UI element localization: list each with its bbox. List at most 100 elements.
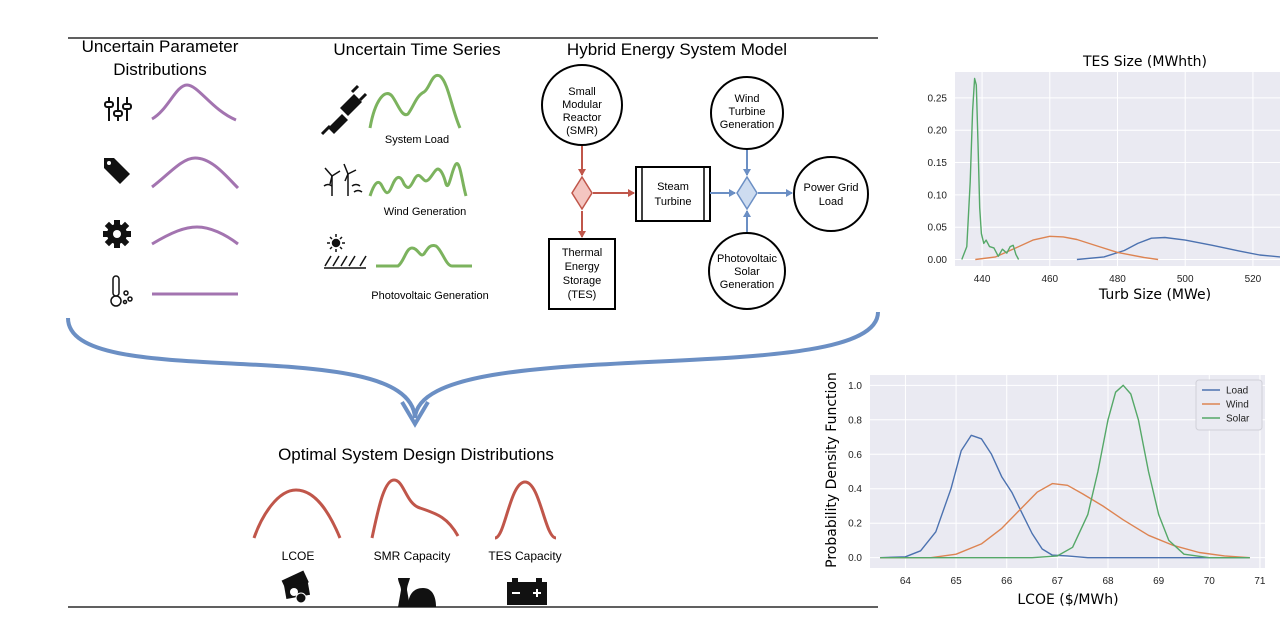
load-label: System Load xyxy=(385,134,449,146)
pv-node-line-3: Generation xyxy=(720,279,774,291)
chart1-ytick-label: 0.00 xyxy=(928,255,948,266)
chart2-xtick-label: 68 xyxy=(1102,576,1114,587)
smr-line-3: Reactor xyxy=(563,112,602,124)
param-dist-curve-2 xyxy=(151,156,240,190)
legend-label: Solar xyxy=(1226,414,1250,425)
chart2-ylabel: Probability Density Function xyxy=(824,372,840,568)
model-title: Hybrid Energy System Model xyxy=(567,40,787,59)
chart2-xlabel: LCOE ($/MWh) xyxy=(1017,592,1118,608)
wind-node-line-1: Wind xyxy=(734,93,759,105)
wind-label: Wind Generation xyxy=(384,206,467,218)
tes-line-2: Energy xyxy=(565,261,600,273)
outputs-title: Optimal System Design Distributions xyxy=(278,445,554,464)
params-title-line1: Uncertain Parameter xyxy=(82,37,239,56)
solar-panel-icon xyxy=(324,234,367,269)
tes-line-4: (TES) xyxy=(568,289,597,301)
load-timeseries-curve xyxy=(368,73,462,129)
legend-label: Load xyxy=(1226,386,1248,397)
param-dist-curve-3 xyxy=(151,225,239,246)
chart1-series-line-2 xyxy=(961,77,1020,260)
tes-output-label: TES Capacity xyxy=(488,549,561,563)
electric-junction xyxy=(736,175,758,211)
chart2-series-line-1 xyxy=(880,482,1250,559)
chart2-ytick-label: 0.2 xyxy=(848,519,862,530)
chart2-xtick-label: 67 xyxy=(1052,576,1064,587)
smr-line-4: (SMR) xyxy=(566,125,598,137)
chart2-xtick-label: 66 xyxy=(1001,576,1013,587)
chart2-xtick-label: 64 xyxy=(900,576,912,587)
wind-node-line-3: Generation xyxy=(720,119,774,131)
wind-timeseries-curve xyxy=(368,162,468,197)
pv-node-line-1: Photovoltaic xyxy=(717,253,777,265)
tes-output-curve xyxy=(494,480,557,540)
tes-size-chart: TES Size (MWhth) 440 460 480 500 520 0.00 0.05… xyxy=(928,54,1280,303)
steam-turbine-node: Steam Turbine xyxy=(635,166,711,222)
chart1-ytick-label: 0.20 xyxy=(928,126,948,137)
chart1-ytick-label: 0.05 xyxy=(928,223,948,234)
grid-node: Power Grid Load xyxy=(793,156,869,232)
chart1-ytick-label: 0.25 xyxy=(928,93,948,104)
wind-node: Wind Turbine Generation xyxy=(710,76,784,150)
chart2-ytick-label: 0.8 xyxy=(848,415,862,426)
merge-brace-arrow xyxy=(400,400,430,428)
param-dist-curve-1 xyxy=(151,83,237,122)
turbine-line-2: Turbine xyxy=(655,196,692,208)
chart2-ytick-label: 0.0 xyxy=(848,553,862,564)
time-series-section: Uncertain Time Series System Load Wind G… xyxy=(320,40,501,302)
chart1-xtick-label: 480 xyxy=(1109,274,1126,285)
smr-output-label: SMR Capacity xyxy=(374,549,451,563)
gear-icon xyxy=(103,220,131,248)
plug-icon xyxy=(320,84,368,136)
chart2-ytick-label: 1.0 xyxy=(848,381,862,392)
smr-line-2: Modular xyxy=(562,99,602,111)
chart2-xtick-label: 71 xyxy=(1254,576,1266,587)
chart1-xtick-label: 440 xyxy=(974,274,991,285)
wind-node-line-2: Turbine xyxy=(729,106,766,118)
pv-node-line-2: Solar xyxy=(734,266,760,278)
smr-output-curve xyxy=(370,478,460,539)
thermometer-icon xyxy=(110,275,133,307)
merge-brace xyxy=(66,311,880,419)
legend-label: Wind xyxy=(1226,400,1249,411)
nuclear-plant-icon xyxy=(398,578,436,607)
chart1-series-line-1 xyxy=(975,235,1159,261)
timeseries-title: Uncertain Time Series xyxy=(333,40,500,59)
params-title-line2: Distributions xyxy=(113,60,207,79)
chart1-xtick-label: 500 xyxy=(1177,274,1194,285)
chart2-series-line-2 xyxy=(880,384,1250,559)
chart2-xtick-label: 70 xyxy=(1204,576,1216,587)
pv-label: Photovoltaic Generation xyxy=(371,290,488,302)
grid-node-line-2: Load xyxy=(819,196,843,208)
lcoe-output-label: LCOE xyxy=(282,549,315,563)
chart2-xtick-label: 65 xyxy=(951,576,963,587)
thermal-junction xyxy=(571,175,593,211)
tag-icon xyxy=(104,158,130,184)
chart2-ytick-label: 0.6 xyxy=(848,450,862,461)
battery-icon xyxy=(507,578,547,605)
chart1-ytick-label: 0.10 xyxy=(928,190,948,201)
smr-node: Small Modular Reactor (SMR) xyxy=(541,64,623,146)
pv-timeseries-curve xyxy=(376,244,472,268)
chart1-xtick-label: 520 xyxy=(1245,274,1262,285)
lcoe-pdf-chart: 64 65 66 67 68 69 70 71 0.0 0.2 0.4 0.6 0.8 1.0 LCOE … xyxy=(824,372,1266,608)
chart2-series-line-0 xyxy=(880,434,1250,559)
smr-line-1: Small xyxy=(568,86,596,98)
tes-node: Thermal Energy Storage (TES) xyxy=(548,238,616,310)
tes-line-3: Storage xyxy=(563,275,602,287)
tes-line-1: Thermal xyxy=(562,247,602,259)
chart2-xtick-label: 69 xyxy=(1153,576,1165,587)
lcoe-output-curve xyxy=(252,488,342,539)
parameter-distributions-section: Uncertain Parameter Distributions xyxy=(82,37,240,307)
chart1-ytick-label: 0.15 xyxy=(928,158,948,169)
turbine-line-1: Steam xyxy=(657,181,689,193)
money-icon xyxy=(281,570,311,604)
chart1-xtick-label: 460 xyxy=(1041,274,1058,285)
chart1-xlabel: Turb Size (MWe) xyxy=(1098,287,1211,303)
chart1-title: TES Size (MWhth) xyxy=(1082,54,1207,70)
hybrid-model-section: Hybrid Energy System Model Small Modular… xyxy=(541,40,869,310)
grid-node-line-1: Power Grid xyxy=(803,182,858,194)
chart2-ytick-label: 0.4 xyxy=(848,484,862,495)
wind-turbine-icon xyxy=(323,163,363,196)
